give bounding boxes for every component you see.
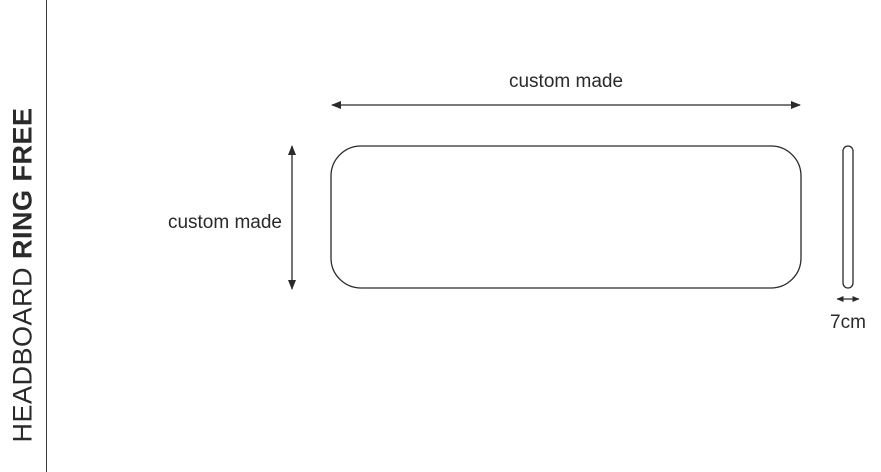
width-label: custom made	[509, 71, 623, 92]
depth-label: 7cm	[830, 312, 866, 333]
headboard-front-view	[330, 145, 802, 289]
vertical-divider	[46, 0, 47, 472]
headboard-side-profile	[842, 145, 854, 289]
height-label: custom made	[168, 212, 282, 233]
